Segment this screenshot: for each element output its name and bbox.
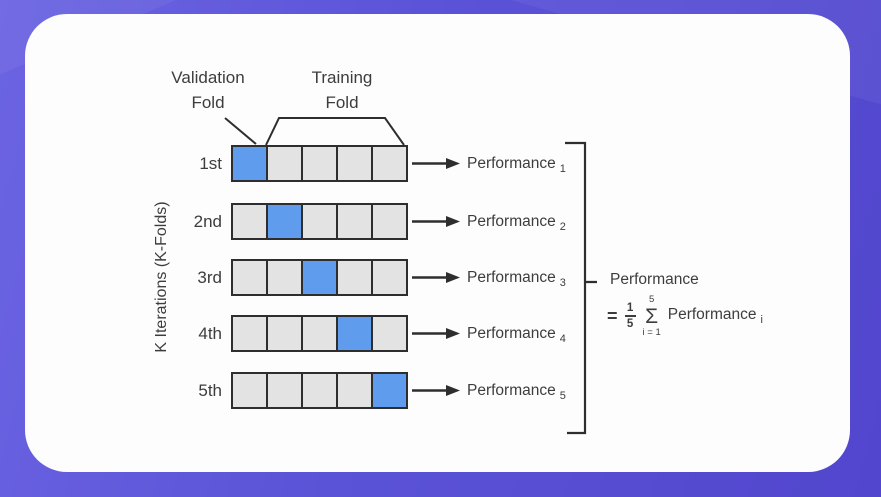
fold-cell <box>301 315 338 352</box>
arrow-head <box>446 328 460 339</box>
fold-cells <box>231 259 408 296</box>
fold-cell <box>231 203 268 240</box>
equals-sign: = <box>607 305 618 326</box>
training-fold-label-line1: Training <box>311 68 373 87</box>
fold-cell <box>371 372 408 409</box>
fold-cell <box>301 259 338 296</box>
training-fold-label: Training Fold <box>300 66 384 115</box>
validation-fold-label-line2: Fold <box>191 92 225 112</box>
fold-cell <box>336 203 373 240</box>
performance-term: Performance <box>467 155 556 172</box>
fold-cells <box>231 372 408 409</box>
validation-pointer-line <box>224 117 257 145</box>
training-fold-brace <box>265 117 405 146</box>
arrow-row-3 <box>412 272 460 283</box>
sigma-upper-limit: 5 <box>648 294 655 305</box>
fold-cell <box>266 372 303 409</box>
fold-cells <box>231 145 408 182</box>
fold-cell <box>336 315 373 352</box>
performance-term: Performance <box>467 213 556 230</box>
summary-term-subscript: i <box>760 314 763 326</box>
fold-cell <box>371 315 408 352</box>
performance-subscript: 1 <box>559 163 566 175</box>
summary-performance-title: Performance <box>610 271 699 288</box>
fold-cell <box>371 259 408 296</box>
validation-fold-label: Validation Fold <box>158 66 258 115</box>
summary-term-text: Performance <box>667 306 757 323</box>
arrow-row-4 <box>412 328 460 339</box>
iteration-label: 5th <box>198 381 222 400</box>
sigma-lower-limit: i = 1 <box>642 326 661 338</box>
performance-term: Performance <box>467 325 556 342</box>
fraction-bar <box>624 315 636 317</box>
fold-cell <box>266 145 303 182</box>
iteration-label: 1st <box>199 154 222 173</box>
training-fold-label-line2: Fold <box>325 92 359 112</box>
fold-cell <box>231 315 268 352</box>
arrow-head <box>446 216 460 227</box>
fold-cells <box>231 203 408 240</box>
performance-term: Performance <box>467 269 556 286</box>
performance-subscript: 5 <box>559 390 566 402</box>
arrow-row-1 <box>412 158 460 169</box>
summation-block: 5 Σ i = 1 <box>643 295 661 337</box>
fold-cell <box>336 259 373 296</box>
performance-term: Performance <box>467 382 556 399</box>
iteration-label: 4th <box>198 324 222 343</box>
fraction-one-fifth: 1 5 <box>624 301 636 331</box>
arrow-row-5 <box>412 385 460 396</box>
fold-cells <box>231 315 408 352</box>
arrow-head <box>446 385 460 396</box>
arrow-row-2 <box>412 216 460 227</box>
fold-cell <box>266 203 303 240</box>
fold-cell <box>266 315 303 352</box>
aggregation-bracket <box>565 141 597 435</box>
iteration-label: 2nd <box>193 212 222 231</box>
fraction-denominator: 5 <box>626 317 634 330</box>
fold-cell <box>301 372 338 409</box>
fold-cell <box>231 372 268 409</box>
fold-cell <box>371 203 408 240</box>
performance-subscript: 3 <box>559 277 566 289</box>
fold-cell <box>266 259 303 296</box>
performance-subscript: 2 <box>559 221 566 233</box>
iteration-label: 3rd <box>197 268 222 287</box>
arrow-head <box>446 272 460 283</box>
validation-fold-label-line1: Validation <box>171 68 245 87</box>
fold-cell <box>371 145 408 182</box>
performance-subscript: 4 <box>559 333 566 345</box>
arrow-head <box>446 158 460 169</box>
fold-cell <box>231 259 268 296</box>
fold-cell <box>231 145 268 182</box>
fold-cell <box>301 203 338 240</box>
fraction-numerator: 1 <box>626 301 634 314</box>
fold-cell <box>336 372 373 409</box>
sigma-icon: Σ <box>645 304 659 328</box>
diagram-card <box>25 14 850 472</box>
fold-cell <box>336 145 373 182</box>
fold-cell <box>301 145 338 182</box>
